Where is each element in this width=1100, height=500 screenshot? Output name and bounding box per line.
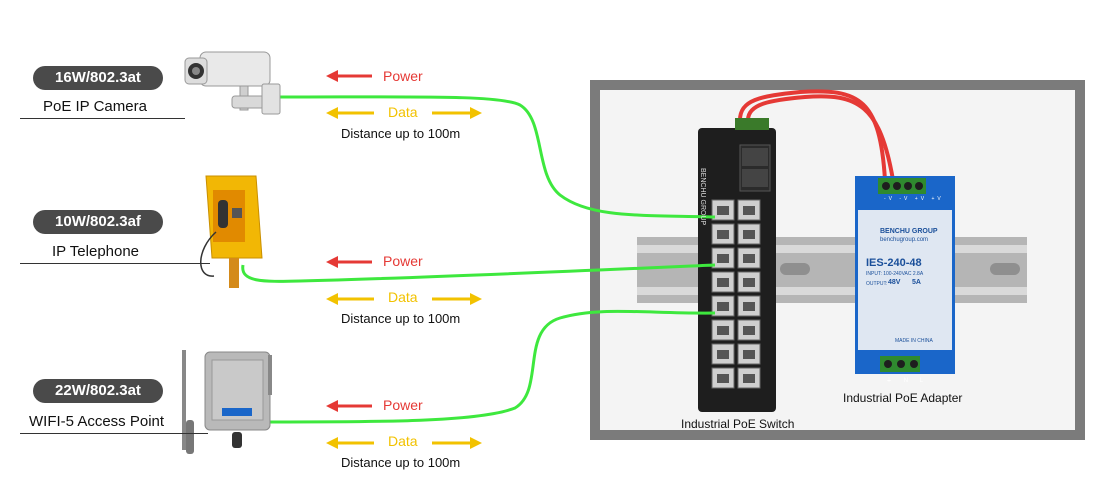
adapter-website: benchugroup.com [880, 237, 929, 243]
adapter-terminal-labels: -V -V +V +V [884, 196, 944, 202]
data-label-3: Data [388, 433, 418, 449]
terminal-label-1: -V [884, 196, 895, 202]
distance-label-1: Distance up to 100m [341, 126, 461, 141]
terminal-label-3: +V [914, 196, 928, 202]
adapter-output-label: OUTPUT: [866, 281, 888, 287]
distance-label-2: Distance up to 100m [341, 311, 461, 326]
dc-power-cable-2 [746, 94, 895, 181]
terminal-screw [910, 360, 918, 368]
rj45-port-slot [717, 254, 729, 263]
access-point-power-badge: 22W/802.3at [33, 379, 163, 403]
camera-label: PoE IP Camera [43, 98, 147, 115]
camera-cable [279, 95, 716, 219]
ip-camera-icon [184, 51, 281, 115]
power-label-2: Power [383, 253, 423, 269]
power-label-1: Power [383, 68, 423, 84]
adapter-model: IES-240-48 [866, 257, 922, 269]
rj45-port-slot [717, 374, 729, 383]
adapter-output-voltage: 48V [888, 279, 901, 286]
terminal-label-l: L [919, 378, 929, 384]
switch-caption: Industrial PoE Switch [681, 417, 795, 431]
access-point-label-underline [20, 433, 208, 434]
terminal-screw [882, 182, 890, 190]
adapter-caption: Industrial PoE Adapter [843, 391, 963, 405]
telephone-label: IP Telephone [52, 243, 140, 260]
rj45-port-slot [743, 278, 755, 287]
rj45-port-slot [743, 206, 755, 215]
camera-label-underline [20, 118, 185, 119]
rj45-port-slot [717, 278, 729, 287]
data-label-2: Data [388, 289, 418, 305]
terminal-screw [884, 360, 892, 368]
switch-brand: BENCHU GROUP [699, 168, 706, 226]
terminal-label-2: -V [899, 196, 911, 202]
access-point-cable [269, 309, 716, 424]
ip-telephone-icon [200, 175, 263, 288]
data-arrow-left-head [326, 437, 338, 449]
rj45-port-slot [717, 206, 729, 215]
adapter-input: INPUT: 100-240VAC 2.8A [866, 271, 924, 277]
flow-arrows [326, 70, 482, 449]
distance-label-3: Distance up to 100m [341, 455, 461, 470]
data-arrow-left-head [326, 293, 338, 305]
terminal-label-ground: ⏚ [886, 378, 898, 384]
terminal-label-4: +V [931, 196, 944, 202]
data-label-1: Data [388, 104, 418, 120]
rj45-port-slot [743, 302, 755, 311]
rj45-port-slot [717, 326, 729, 335]
rj45-port-slot [717, 302, 729, 311]
terminal-screw [904, 182, 912, 190]
terminal-screw [897, 360, 905, 368]
camera-power-badge: 16W/802.3at [33, 66, 163, 90]
telephone-power-badge: 10W/802.3af [33, 210, 163, 234]
power-arrow-head [326, 70, 338, 82]
power-arrow-head [326, 400, 338, 412]
rj45-port-slot [743, 230, 755, 239]
terminal-screw [893, 182, 901, 190]
rj45-port-slot [743, 350, 755, 359]
access-point-icon [182, 350, 272, 454]
poe-switch [698, 118, 776, 412]
rj45-port-slot [743, 374, 755, 383]
data-arrow-right-head [470, 107, 482, 119]
data-arrow-right-head [470, 437, 482, 449]
poe-adapter [855, 176, 955, 374]
rj45-port-slot [717, 230, 729, 239]
terminal-label-n: N [903, 378, 914, 384]
telephone-cable [241, 263, 716, 283]
rj45-port-slot [743, 254, 755, 263]
data-arrow-left-head [326, 107, 338, 119]
terminal-screw [915, 182, 923, 190]
adapter-made-in: MADE IN CHINA [895, 338, 933, 344]
power-arrow-head [326, 256, 338, 268]
telephone-label-underline [20, 263, 210, 264]
access-point-label: WIFI-5 Access Point [29, 413, 165, 430]
rj45-port-slot [717, 350, 729, 359]
adapter-terminal-labels-bottom: ⏚ N L [886, 375, 928, 384]
power-label-3: Power [383, 397, 423, 413]
adapter-brand: BENCHU GROUP [880, 228, 938, 235]
rj45-port-slot [743, 326, 755, 335]
data-arrow-right-head [470, 293, 482, 305]
din-rail [637, 237, 1027, 303]
adapter-output-current: 5A [912, 279, 921, 286]
